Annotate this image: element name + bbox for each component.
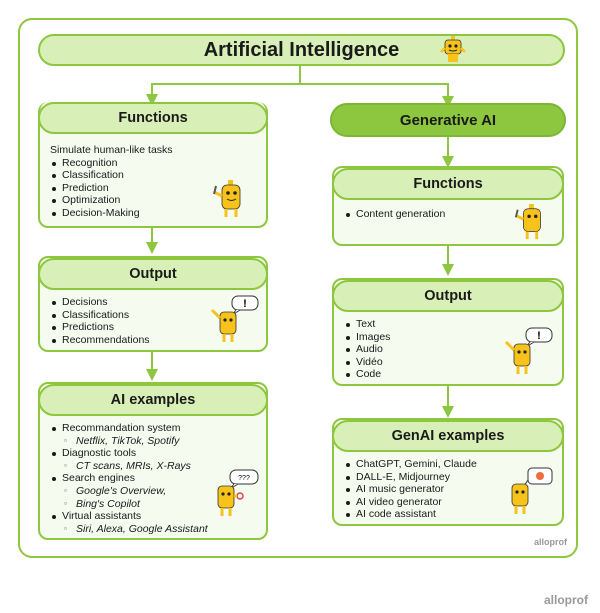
list-item: ChatGPT, Gemini, Claude <box>344 458 552 471</box>
robot-exclaim-icon: ! <box>504 327 553 374</box>
sub-item-continued-text: Bing's Copilot <box>76 497 140 510</box>
gen-output-list: Text Images Audio Vidéo Code <box>344 318 552 381</box>
robot-mascot-icon <box>440 36 466 62</box>
gen-functions-box: Functions Content generation <box>332 166 564 246</box>
exclaim-bubble-text: ! <box>537 330 541 342</box>
list-item: Content generation <box>344 208 552 221</box>
sub-item: CT scans, MRIs, X-Rays <box>50 460 256 473</box>
list-item: AI music generator <box>344 483 552 496</box>
functions-list: Recognition Classification Prediction Op… <box>50 157 256 220</box>
list-item: AI code assistant <box>344 508 552 521</box>
exclaim-bubble-text: ! <box>243 298 247 310</box>
sub-item: Google's Overview, <box>50 485 256 498</box>
list-item: Decision-Making <box>50 207 256 220</box>
sub-item: Siri, Alexa, Google Assistant <box>50 523 256 536</box>
title-banner: Artificial Intelligence <box>38 34 565 66</box>
robot-wrench-icon <box>514 204 541 240</box>
output-list: Decisions Classifications Predictions Re… <box>50 296 256 346</box>
genai-examples-list: ChatGPT, Gemini, Claude DALL-E, Midjourn… <box>344 458 552 521</box>
alloprof-logo-inner: alloprof <box>534 537 567 547</box>
list-item: Diagnostic tools <box>50 447 256 460</box>
arrow-title-to-functions <box>146 64 301 106</box>
list-item: Recommandation system <box>50 422 256 435</box>
genai-examples-heading: GenAI examples <box>334 420 562 452</box>
list-item: Optimization <box>50 194 256 207</box>
arrow-title-to-generative <box>300 83 454 108</box>
genai-examples-box: GenAI examples ChatGPT, Gemini, Claude D… <box>332 418 564 526</box>
list-item: Decisions <box>50 296 256 309</box>
list-item: DALL-E, Midjourney <box>344 471 552 484</box>
gen-output-box: Output Text Images Audio Vidéo Code <box>332 278 564 386</box>
list-item: Text <box>344 318 552 331</box>
list-item: Classification <box>50 169 256 182</box>
output-heading: Output <box>40 258 266 290</box>
page-title: Artificial Intelligence <box>203 38 400 61</box>
robot-exclaim-icon: ! <box>210 295 259 342</box>
output-box: Output Decisions Classifications Predict… <box>38 256 268 352</box>
list-item: Search engines <box>50 472 256 485</box>
list-item: AI video generator <box>344 496 552 509</box>
list-item: Predictions <box>50 321 256 334</box>
dots-bubble-text: ??? <box>238 475 250 482</box>
robot-video-icon <box>511 467 553 514</box>
list-item: Classifications <box>50 309 256 322</box>
list-item: Audio <box>344 343 552 356</box>
list-item: Images <box>344 331 552 344</box>
ai-examples-list: Recommandation system Netflix, TikTok, S… <box>50 422 256 535</box>
list-item: Prediction <box>50 182 256 195</box>
list-item: Virtual assistants <box>50 510 256 523</box>
functions-box: Functions Simulate human-like tasks Reco… <box>38 102 268 228</box>
gen-functions-heading: Functions <box>334 168 562 200</box>
list-item: Vidéo <box>344 356 552 369</box>
sub-item-continued: Bing's Copilot <box>50 498 256 511</box>
robot-wrench-icon <box>213 180 241 217</box>
list-item: Code <box>344 368 552 381</box>
gen-output-heading: Output <box>334 280 562 312</box>
gen-functions-list: Content generation <box>344 208 552 221</box>
sub-item: Netflix, TikTok, Spotify <box>50 435 256 448</box>
list-item: Recognition <box>50 157 256 170</box>
robot-music-icon: ??? <box>217 469 259 516</box>
functions-heading: Functions <box>40 102 266 134</box>
generative-ai-banner: Generative AI <box>330 103 566 137</box>
generative-ai-label: Generative AI <box>399 111 497 129</box>
list-item: Recommendations <box>50 334 256 347</box>
functions-intro: Simulate human-like tasks <box>50 144 173 156</box>
ai-examples-heading: AI examples <box>40 384 266 416</box>
alloprof-logo: alloprof <box>544 593 588 607</box>
